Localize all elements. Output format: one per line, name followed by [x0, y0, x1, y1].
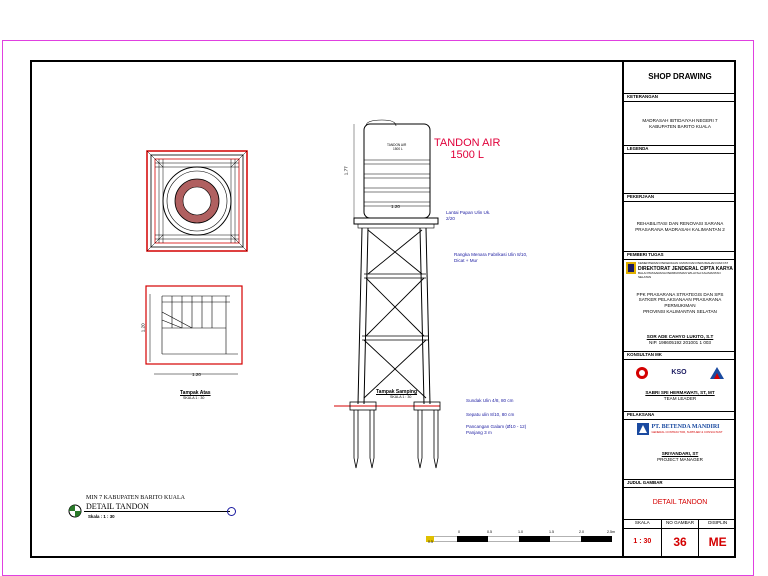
pejabat-name: SOR ADE CAHYO LUKITO, S.T [646, 334, 714, 340]
no-gambar-value: 36 [662, 529, 700, 556]
tank-width-dim: 1.20 [391, 204, 400, 209]
tank-height-dim: 1.77 [343, 166, 349, 176]
tb-pelaksana: PT. BETENDA MANDIRI GENERAL CONTRACTOR, … [624, 420, 736, 480]
scale-tick-6: 2.5m [607, 530, 615, 534]
keterangan-line1: MADRASAH IBTIDAIYAH NEGERI 7 [642, 117, 718, 123]
tb-pelaksana-label: PELAKSANA [624, 412, 736, 420]
scale-tick-2: 0.5 [487, 530, 492, 534]
contractor-sub: GENERAL CONTRACTOR, SUPPLIER & CONSULTAN… [651, 430, 723, 434]
plan-view [145, 285, 243, 375]
contractor-logo-icon [637, 423, 650, 435]
tank-title-line2: 1500 L [450, 148, 485, 161]
shop-drawing-title: SHOP DRAWING [648, 71, 712, 81]
disiplin-value: ME [708, 535, 727, 549]
title-block: SHOP DRAWING KETERANGAN MADRASAH IBTIDAI… [622, 60, 736, 558]
top-view-plan [146, 150, 248, 252]
drawing-area: 1.20 1.20 Tampak Atas SKALA 1 : 30 [30, 60, 622, 558]
ppk-line2: SATKER PELAKSANAAN PRASARANA PERMUKIMAN [638, 297, 722, 308]
judul-value: DETAIL TANDON [652, 499, 708, 507]
pupr-logo-icon [626, 262, 636, 274]
top-view-title: Tampak Atas [180, 390, 211, 396]
tank-title: TANDON AIR 1500 L [434, 137, 501, 161]
no-gambar-label: NO GAMBAR [662, 520, 700, 528]
tb-pemberi: KEMENTERIAN PEKERJAAN UMUM DAN PERUMAHAN… [624, 260, 736, 352]
drawing-title-marker [68, 504, 82, 518]
skala-label: SKALA [624, 520, 662, 528]
tb-konsultan: KSO SABRI SRI HERMAWATI, ST, MT TEAM LEA… [624, 360, 736, 412]
drawing-title-line1: MIN 7 KABUPATEN BARITO KUALA [86, 495, 186, 501]
scale-tick-5: 2.0 [579, 530, 584, 534]
skala-value: 1 : 30 [624, 529, 662, 556]
consultant-logo-1-icon [636, 367, 649, 379]
kementerian-text: KEMENTERIAN PEKERJAAN UMUM DAN PERUMAHAN… [638, 261, 729, 265]
drawing-title-endpoint [227, 507, 236, 516]
pm-role: PROJECT MANAGER [657, 456, 703, 462]
side-view-tower [334, 119, 441, 469]
pejabat-nip: NIP. 198605192 201001 1 003 [649, 340, 711, 346]
contractor-name: PT. BETENDA MANDIRI [651, 423, 720, 430]
plan-dim-width: 1.20 [192, 372, 201, 377]
tank-title-line1: TANDON AIR [434, 137, 501, 149]
tb-keterangan: MADRASAH IBTIDAIYAH NEGERI 7 KABUPATEN B… [624, 102, 736, 146]
team-leader-name: SABRI SRI HERMAWATI, ST, MT [645, 390, 715, 395]
tb-pekerjaan-label: PEKERJAAN [624, 194, 736, 202]
drawing-title-scale: Skala : 1 : 30 [88, 514, 115, 519]
scale-tick-3: 1.0 [518, 530, 523, 534]
drawing-title-underline [84, 511, 230, 512]
tb-legenda [624, 154, 736, 194]
scale-tick-0: 0.5 [428, 540, 433, 544]
consultant-logo-2-icon [709, 367, 724, 379]
tb-keterangan-label: KETERANGAN [624, 94, 736, 102]
disiplin-label: DISIPLIN [708, 520, 728, 525]
tank-capacity: 1500 L [393, 147, 403, 151]
tb-konsultan-label: KONSULTAN MK [624, 352, 736, 360]
note-frame: Rangka Menara Fabrikasi Ulin 8/10, Dicat… [454, 252, 528, 263]
note-plate: Sepatu ulin 8/10, 80 cm [466, 412, 515, 417]
pekerjaan-line2: PRASARANA MADRASAH KALIMANTAN 2 [635, 226, 725, 232]
tb-legenda-label: LEGENDA [624, 146, 736, 154]
side-view-scale: SKALA 1 : 30 [390, 395, 412, 399]
team-leader-role: TEAM LEADER [663, 395, 697, 401]
scale-tick-1: 0 [458, 530, 460, 534]
tb-judul-label: JUDUL GAMBAR [624, 480, 736, 488]
plan-dim-height: 1.20 [140, 323, 146, 333]
kso-logo: KSO [671, 368, 687, 376]
tb-footer-labels: SKALA NO GAMBAR DISIPLIN [624, 520, 736, 529]
ppk-line1: PPK PRASARANA STRATEGIS DAN SPS [636, 291, 724, 297]
pekerjaan-line1: REHABILITASI DAN RENOVASI SARANA [636, 220, 724, 226]
side-view-title: Tampak Samping [376, 389, 418, 395]
note-brace: Sundak Ulin 4/8, 80 cm [466, 398, 514, 403]
tb-shop-drawing: SHOP DRAWING [624, 60, 736, 94]
tb-pemberi-label: PEMBERI TUGAS [624, 252, 736, 260]
drawing-title-line2: DETAIL TANDON [86, 502, 149, 511]
note-deck: Lantai Papan Ulin Uk. 2/20 [446, 210, 491, 221]
ppk-line3: PROVINSI KALIMANTAN SELATAN [643, 308, 717, 314]
pm-name: SRIYANDARI, ST [661, 451, 699, 456]
note-pile: Pancangan Galam (Ø10 - 12) Panjang 3 m [466, 424, 527, 435]
tank-label: TANDON AIR [387, 143, 407, 147]
top-view-scale: SKALA 1 : 30 [183, 396, 205, 400]
keterangan-line2: KABUPATEN BARITO KUALA [649, 123, 711, 129]
tb-footer-values: 1 : 30 36 ME [624, 529, 736, 556]
scale-bar [426, 536, 612, 542]
direktorat-text: DIREKTORAT JENDERAL CIPTA KARYA [638, 265, 733, 272]
balai-text: BALAI PRASARANA PERMUKIMAN WILAYAH KALIM… [638, 271, 721, 279]
scale-tick-4: 1.5 [549, 530, 554, 534]
tb-pekerjaan: REHABILITASI DAN RENOVASI SARANA PRASARA… [624, 202, 736, 252]
drawing-frame [30, 60, 736, 558]
tb-judul: DETAIL TANDON [624, 488, 736, 520]
